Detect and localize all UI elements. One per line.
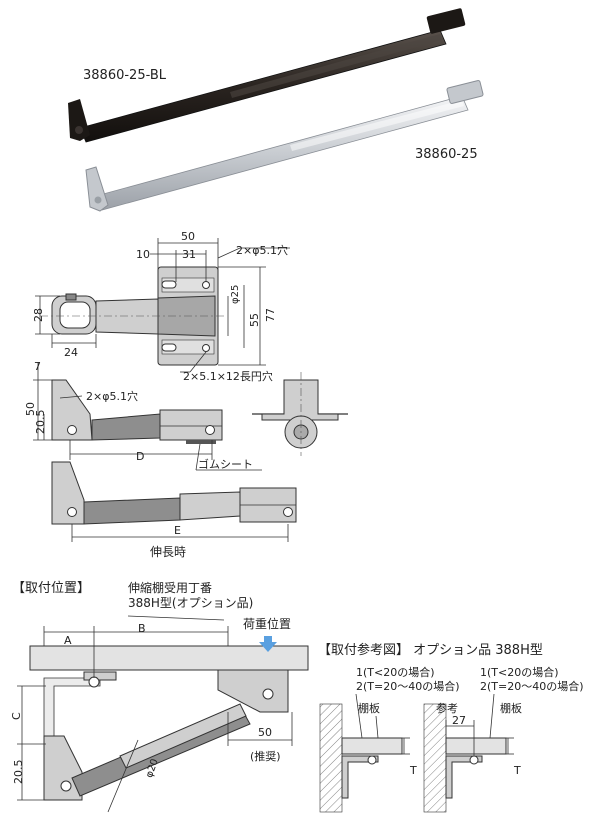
top-hole-label: 2×φ5.1穴 — [236, 243, 288, 257]
ref-right-note-1: 1(T<20の場合) — [480, 665, 559, 679]
side-view-dimensions — [33, 362, 262, 471]
hinge-label-1: 伸縮棚受用丁番 — [128, 580, 212, 595]
end-view-drawing — [252, 372, 348, 456]
ref-right-note-2: 2(T=20〜40の場合) — [480, 679, 584, 693]
load-arrow — [259, 636, 277, 652]
ref-ref-label: 参考 — [436, 701, 458, 715]
reference-title: 【取付参考図】 オプション品 388H型 — [318, 642, 543, 658]
mount-dim-c: C — [10, 712, 23, 720]
mount-dim-a: A — [64, 634, 72, 647]
top-dim-77: 77 — [264, 308, 277, 322]
top-dim-phi25: φ25 — [230, 285, 241, 304]
side-view-drawing — [51, 379, 223, 444]
top-dim-24: 24 — [64, 346, 78, 359]
top-view-drawing — [40, 266, 225, 366]
ref-shelf-label-left: 棚板 — [358, 701, 380, 715]
black-stay-photo — [68, 8, 466, 143]
model-label-bl: 38860-25-BL — [83, 68, 167, 83]
load-position-label: 荷重位置 — [243, 616, 291, 631]
mounting-title: 【取付位置】 — [12, 581, 90, 596]
mounting-dimensions — [17, 615, 293, 813]
ref-left-note-1: 1(T<20の場合) — [356, 665, 435, 679]
top-view-dimensions — [35, 238, 290, 373]
extended-view-drawing — [51, 461, 297, 525]
mount-dim-b: B — [138, 622, 146, 635]
extended-view-dimensions — [71, 524, 289, 542]
ref-dim-t-right: T — [513, 764, 521, 777]
extended-caption: 伸長時 — [150, 545, 186, 559]
top-slot-label: 2×5.1×12長円穴 — [183, 369, 273, 383]
top-dim-31: 31 — [182, 248, 196, 261]
silver-stay-photo — [85, 80, 484, 212]
side-dim-20-5: 20.5 — [34, 410, 47, 435]
mount-dim-20-5: 20.5 — [12, 760, 25, 785]
reference-left-drawing — [319, 693, 410, 813]
side-dim-7: 7 — [34, 360, 41, 373]
mount-dim-50: 50 — [258, 726, 272, 739]
side-dim-50: 50 — [24, 402, 37, 416]
model-label-std: 38860-25 — [415, 147, 478, 162]
hinge-label-2: 388H型(オプション品) — [128, 596, 253, 610]
top-dim-50: 50 — [181, 230, 195, 243]
ref-left-note-2: 2(T=20〜40の場合) — [356, 679, 460, 693]
top-dim-28: 28 — [32, 308, 45, 322]
rubber-sheet-label: ゴムシート — [198, 457, 253, 471]
mount-dim-50-note: (推奨) — [250, 749, 281, 763]
mounting-drawing — [29, 645, 309, 801]
side-hole-label: 2×φ5.1穴 — [86, 389, 138, 403]
reference-right-drawing — [423, 693, 514, 813]
side-dim-d: D — [136, 450, 144, 463]
extended-dim-e: E — [174, 524, 181, 537]
top-dim-55: 55 — [248, 313, 261, 327]
ref-dim-27: 27 — [452, 714, 466, 727]
ref-shelf-label-right: 棚板 — [500, 701, 522, 715]
ref-dim-t-left: T — [409, 764, 417, 777]
top-dim-10: 10 — [136, 248, 150, 261]
